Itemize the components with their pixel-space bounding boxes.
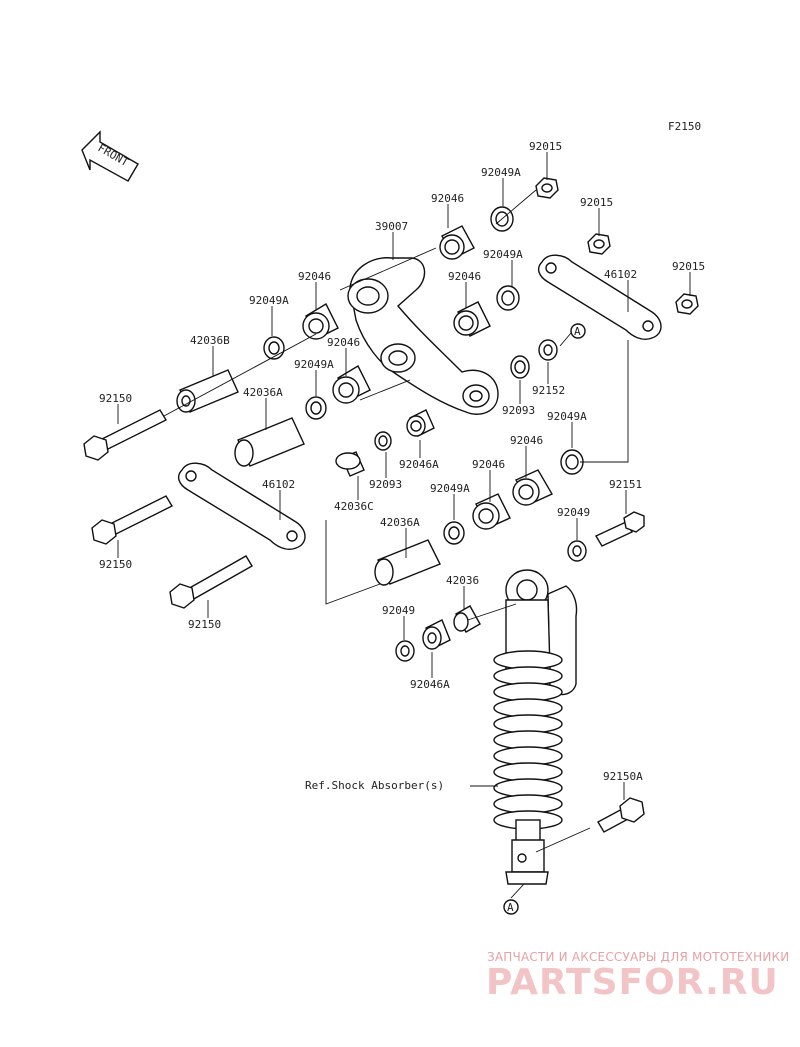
leader-lines	[117, 152, 691, 899]
label-92049A: 92049A	[294, 358, 334, 371]
label-92049A: 92049A	[483, 248, 523, 261]
label-46102: 46102	[262, 478, 295, 491]
collar-42036	[453, 605, 481, 633]
label-92049A: 92049A	[249, 294, 289, 307]
label-92049A: 92049A	[430, 482, 470, 495]
watermark-tagline: ЗАПЧАСТИ И АКСЕССУАРЫ ДЛЯ МОТОТЕХНИКИ	[487, 950, 790, 964]
label-92046: 92046	[510, 434, 543, 447]
svg-text:A: A	[574, 325, 581, 338]
label-92150: 92150	[99, 558, 132, 571]
label-92093: 92093	[502, 404, 535, 417]
bearing-92046-r1	[512, 469, 553, 506]
label-92046: 92046	[431, 192, 464, 205]
label-42036A: 42036A	[243, 386, 283, 399]
shock-absorber	[493, 569, 578, 885]
figure-code: F2150	[668, 120, 701, 133]
label-92049: 92049	[382, 604, 415, 617]
rocker-arm	[347, 257, 499, 415]
bearing-92046-left	[302, 303, 339, 340]
label-46102: 46102	[604, 268, 637, 281]
label-92049A: 92049A	[481, 166, 521, 179]
label-92046A: 92046A	[410, 678, 450, 691]
label-42036A: 42036A	[380, 516, 420, 529]
bolts	[83, 409, 645, 833]
ref-shock-absorber-text: Ref.Shock Absorber(s)	[305, 779, 444, 792]
callout-a-top: A	[570, 323, 586, 339]
label-92015: 92015	[672, 260, 705, 273]
label-92150: 92150	[99, 392, 132, 405]
collar-42036A-left	[234, 417, 305, 467]
tie-rod-left	[177, 462, 306, 550]
bearing-92046-top	[439, 225, 475, 260]
bolt-92151	[595, 511, 645, 547]
label-92046: 92046	[298, 270, 331, 283]
label-92015: 92015	[529, 140, 562, 153]
label-92049A: 92049A	[547, 410, 587, 423]
label-92152: 92152	[532, 384, 565, 397]
bolt-92150A	[597, 797, 645, 833]
label-92046: 92046	[448, 270, 481, 283]
label-92049: 92049	[557, 506, 590, 519]
part-labels: 92015 92049A 92046 92015 39007 92049A 92…	[99, 140, 705, 792]
label-92150A: 92150A	[603, 770, 643, 783]
label-42036: 42036	[446, 574, 479, 587]
label-92046: 92046	[327, 336, 360, 349]
bearing-92046A-low	[422, 619, 451, 650]
hardware	[176, 177, 699, 662]
front-arrow-icon: FRONT	[81, 130, 139, 182]
bearing-92046A-center	[406, 409, 435, 437]
label-42036C: 42036C	[334, 500, 374, 513]
collar-42036A-low	[374, 539, 441, 586]
bolt-92150-top	[83, 409, 167, 461]
svg-text:A: A	[507, 901, 514, 914]
label-42036B: 42036B	[190, 334, 230, 347]
bearing-92046-inner	[332, 365, 371, 404]
bearing-92046-mid	[453, 301, 491, 337]
watermark-logo: PARTSFOR.RU	[486, 962, 779, 1003]
collar-42036C	[335, 451, 365, 477]
bolt-92150-low	[169, 555, 253, 609]
label-39007: 39007	[375, 220, 408, 233]
label-92046A: 92046A	[399, 458, 439, 471]
collar-42036B	[176, 369, 239, 413]
label-92151: 92151	[609, 478, 642, 491]
label-92093: 92093	[369, 478, 402, 491]
label-92046: 92046	[472, 458, 505, 471]
label-92150: 92150	[188, 618, 221, 631]
bolt-92150-mid	[91, 495, 173, 545]
callout-a-bottom: A	[503, 899, 519, 915]
label-92015: 92015	[580, 196, 613, 209]
bearing-92046-r2	[472, 493, 511, 530]
tie-rod-right	[537, 254, 662, 340]
